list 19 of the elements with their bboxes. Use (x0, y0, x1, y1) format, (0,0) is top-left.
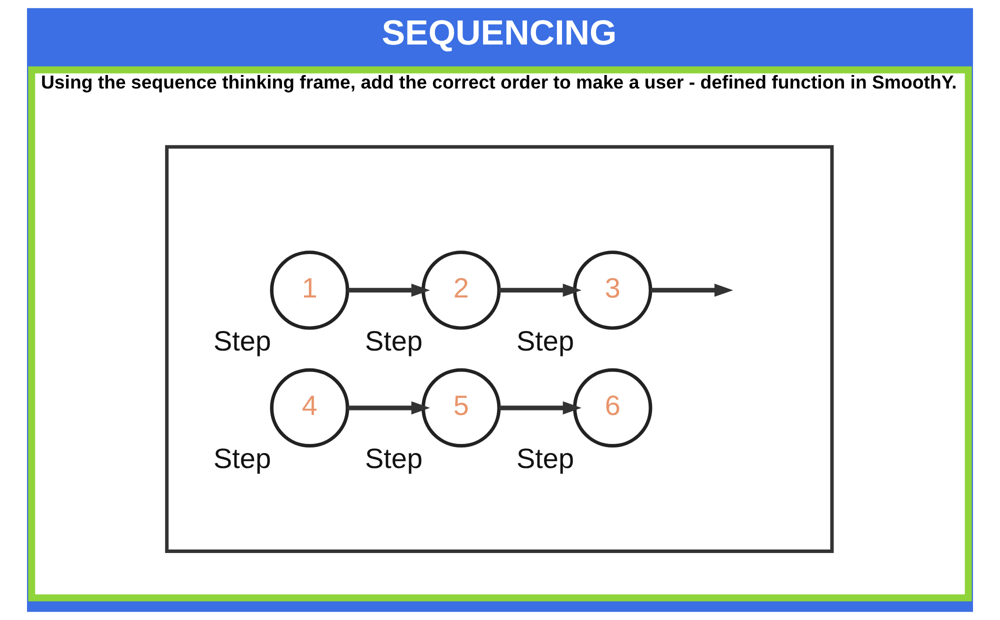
node-circle: 2 (422, 250, 501, 330)
arrow (650, 284, 734, 297)
node-label: Step (516, 325, 574, 356)
arrow (499, 284, 582, 297)
cluster (165, 145, 834, 553)
node-circle: 5 (422, 368, 501, 448)
arrow (348, 401, 430, 414)
node-circle: 4 (270, 368, 350, 448)
node-label: Step (516, 443, 574, 474)
node-label: Step (213, 443, 272, 474)
node-circle: 3 (573, 250, 652, 330)
node-circle: 1 (270, 250, 350, 330)
node-label: Step (213, 325, 272, 356)
diagram-title: SEQUENCING (382, 13, 617, 52)
node-label: Step (364, 325, 423, 356)
arrow (348, 284, 430, 297)
node-label: Step (364, 443, 423, 474)
node-circle: 6 (573, 368, 652, 448)
arrow (499, 401, 582, 414)
